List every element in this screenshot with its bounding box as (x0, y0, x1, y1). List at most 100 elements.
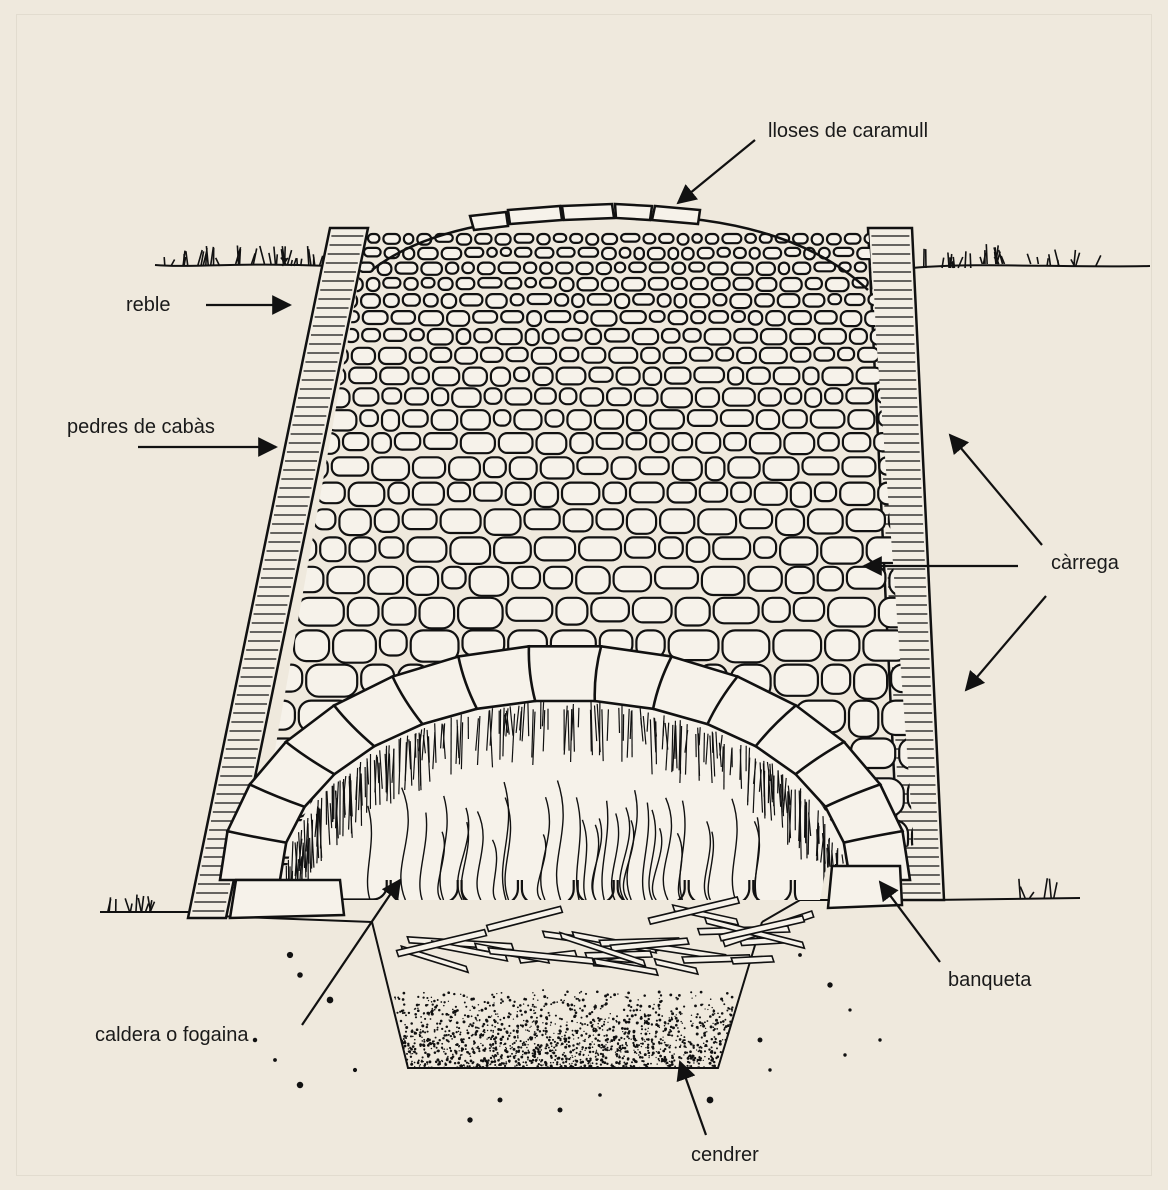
cobble-stone (579, 537, 621, 560)
cobble-stone (257, 433, 277, 452)
cobble-stone (439, 278, 453, 290)
cobble-stone (602, 248, 616, 259)
cobble-stone (591, 598, 629, 622)
cobble-stone (570, 234, 582, 243)
cobble-stone (930, 567, 954, 596)
cobble-stone (696, 433, 720, 453)
cobble-stone (536, 248, 554, 258)
cobble-stone (650, 311, 665, 322)
cobble-stone (442, 248, 462, 259)
cobble-stone (784, 433, 814, 454)
cobble-stone (562, 483, 599, 505)
cobble-stone (258, 410, 288, 425)
cobble-stone (602, 234, 617, 244)
cobble-stone (461, 433, 495, 453)
cobble-stone (280, 329, 299, 343)
cobble-stone (662, 388, 692, 407)
cobble-stone (481, 348, 503, 362)
cobble-stone (368, 234, 379, 243)
cobble-stone (410, 348, 427, 363)
cobble-stone (812, 234, 823, 245)
right-bench (828, 866, 902, 908)
cobble-stone (793, 263, 810, 274)
cobble-stone (563, 329, 582, 341)
cobble-stone (507, 348, 528, 361)
cobble-stone (749, 311, 762, 325)
cobble-stone (576, 567, 610, 594)
cobble-stone (627, 509, 656, 534)
cobble-stone (546, 410, 564, 426)
cobble-stone (847, 567, 886, 589)
cobble-stone (501, 248, 511, 256)
top-slabs (470, 204, 700, 230)
cobble-stone (442, 567, 465, 589)
cobble-stone (694, 368, 724, 383)
cobble-stone (449, 457, 480, 480)
cobble-stone (284, 278, 303, 290)
cobble-stone (823, 368, 853, 385)
cobble-stone (764, 248, 781, 259)
cobble-stone (392, 311, 415, 324)
cobble-stone (635, 248, 644, 259)
cobble-stone (450, 537, 490, 564)
cobble-stone (811, 410, 845, 427)
cobble-stone (789, 311, 811, 324)
cobble-stone (755, 294, 774, 306)
cobble-stone (405, 388, 428, 404)
cobble-stone (533, 368, 552, 386)
cobble-stone (487, 248, 497, 257)
cobble-stone (442, 294, 456, 308)
cobble-stone (718, 248, 730, 257)
cobble-stone (700, 483, 727, 502)
cobble-stone (428, 329, 453, 345)
cobble-stone (486, 294, 506, 308)
cobble-stone (779, 263, 789, 275)
cobble-stone (803, 368, 818, 385)
cobble-stone (750, 433, 781, 453)
cobble-stone (678, 234, 689, 245)
cobble-stone (673, 433, 693, 450)
cobble-stone (278, 368, 296, 383)
cobble-stone (748, 567, 781, 591)
cobble-stone (760, 348, 787, 363)
cobble-stone (822, 665, 850, 694)
cobble-stone (930, 509, 962, 528)
cobble-stone (524, 263, 536, 273)
cobble-stone (570, 433, 592, 453)
cobble-stone (734, 329, 757, 343)
cobble-stone (750, 248, 760, 259)
cobble-stone (484, 457, 506, 477)
cobble-stone (564, 509, 593, 531)
cobble-stone (696, 388, 719, 407)
arrow-carrega-lower (966, 596, 1046, 690)
cobble-stone (384, 329, 406, 341)
cobble-stone (537, 433, 567, 454)
cobble-stone (332, 457, 368, 475)
cobble-stone (794, 598, 824, 621)
cobble-stone (254, 311, 279, 322)
cobble-stone (367, 278, 380, 291)
left-bench (230, 880, 344, 918)
cobble-stone (621, 311, 646, 323)
cobble-stone (294, 630, 329, 661)
cobble-stone (821, 537, 863, 563)
cobble-stone (791, 348, 811, 362)
label-cendrer: cendrer (691, 1145, 759, 1165)
cobble-stone (586, 329, 601, 344)
cobble-stone (689, 263, 704, 272)
cobble-stone (713, 537, 750, 559)
cobble-stone (664, 348, 686, 363)
cobble-stone (314, 509, 335, 529)
arch-stone (529, 646, 601, 701)
cobble-stone (757, 263, 775, 275)
cobble-stone (731, 483, 751, 502)
cobble-stone (607, 388, 631, 405)
cobble-stone (557, 248, 574, 257)
cobble-stone (410, 329, 424, 340)
cobble-stone (446, 263, 458, 274)
cobble-stone (514, 410, 541, 429)
cobble-stone (724, 433, 746, 450)
cobble-stone (379, 348, 406, 364)
cobble-stone (424, 294, 438, 306)
